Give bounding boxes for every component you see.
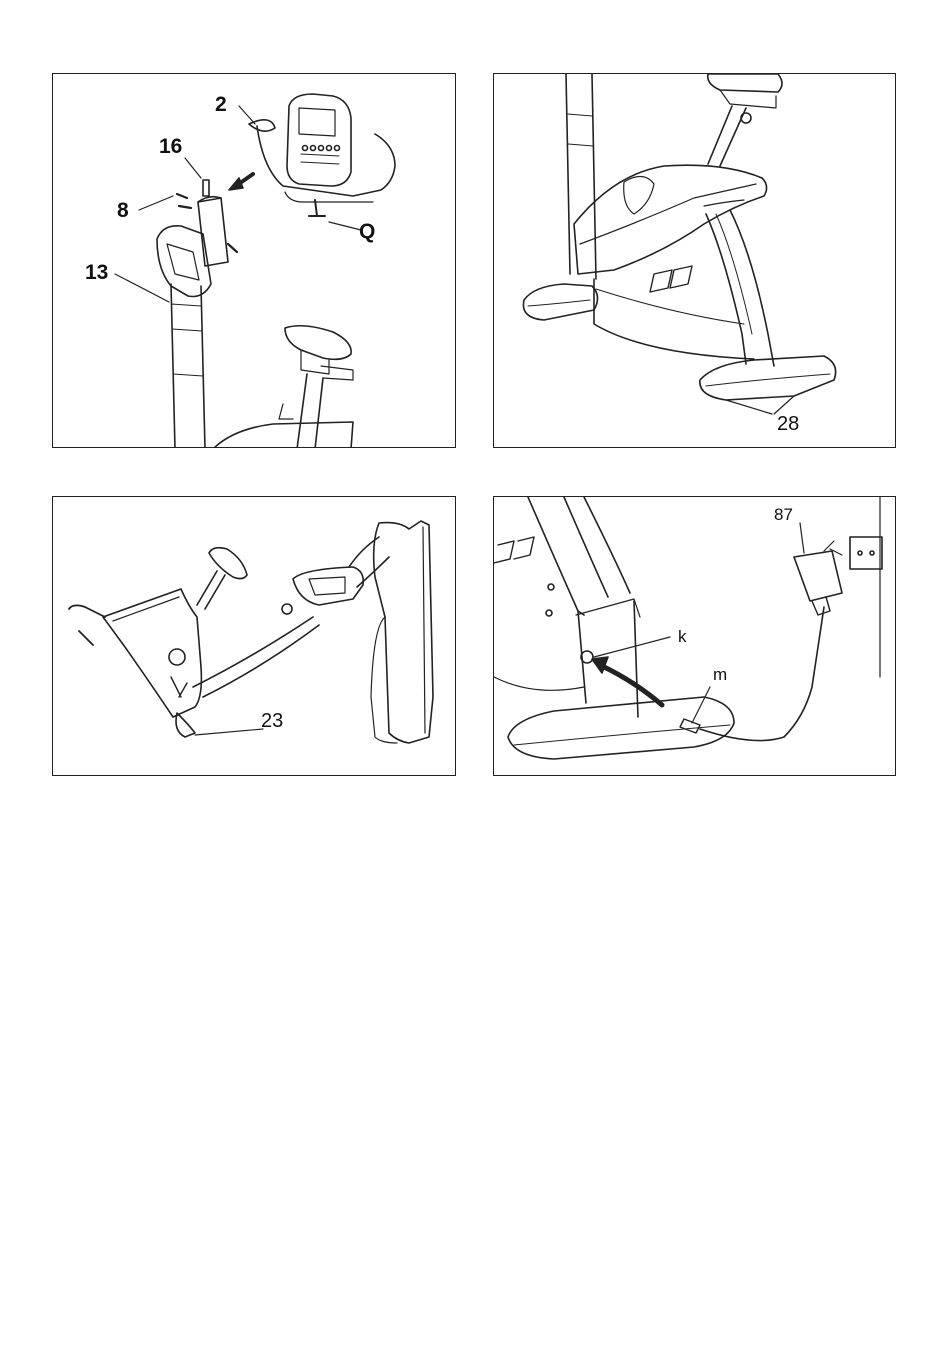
bike-frame-drawing (494, 74, 896, 448)
label-part-k: k (678, 628, 687, 645)
label-part-23: 23 (261, 711, 283, 731)
label-part-28: 28 (777, 414, 799, 434)
label-part-13: 13 (85, 262, 108, 283)
figure-panel-2: 28 (493, 73, 896, 448)
label-part-m: m (713, 666, 727, 683)
label-part-16: 16 (159, 136, 182, 157)
label-part-2: 2 (215, 94, 227, 115)
label-part-Q: Q (359, 221, 375, 242)
moving-bike-drawing (53, 497, 456, 776)
figure-panel-1: 2 16 8 13 Q (52, 73, 456, 448)
figure-panel-4: 87 k m (493, 496, 896, 776)
label-part-87: 87 (774, 506, 793, 523)
console-assembly-drawing (53, 74, 456, 448)
label-part-8: 8 (117, 200, 129, 221)
power-connection-drawing (494, 497, 896, 776)
figure-panel-3: 23 (52, 496, 456, 776)
